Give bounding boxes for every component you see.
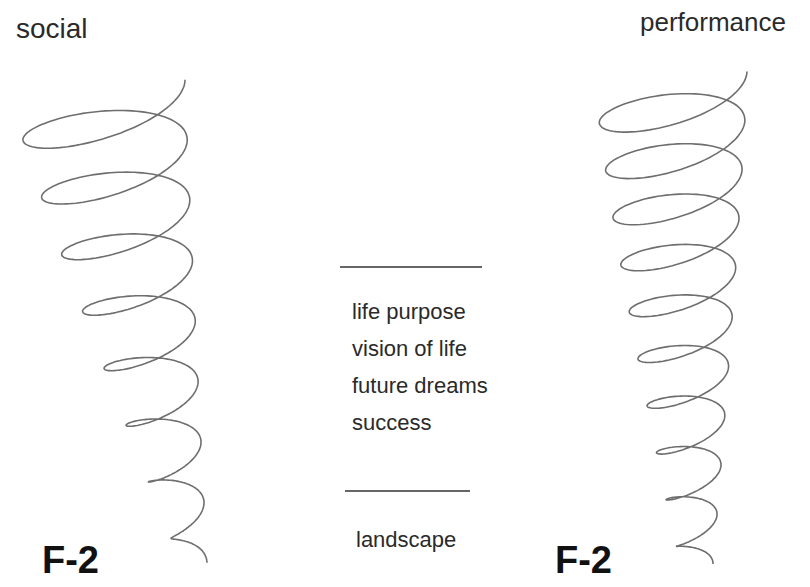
spiral-drawing [599, 72, 747, 565]
center-text: landscape [356, 528, 456, 552]
spiral-drawing [23, 80, 207, 563]
figure-code: F-2 [555, 540, 612, 582]
center-text: success [352, 411, 431, 435]
column-heading: social [16, 14, 88, 45]
center-text: life purpose [352, 300, 466, 324]
column-heading: performance [640, 8, 786, 37]
center-text: vision of life [352, 337, 467, 361]
divider-line [345, 490, 470, 491]
figure-code: F-2 [42, 540, 99, 582]
center-text: future dreams [352, 374, 488, 398]
divider-line [340, 266, 482, 267]
